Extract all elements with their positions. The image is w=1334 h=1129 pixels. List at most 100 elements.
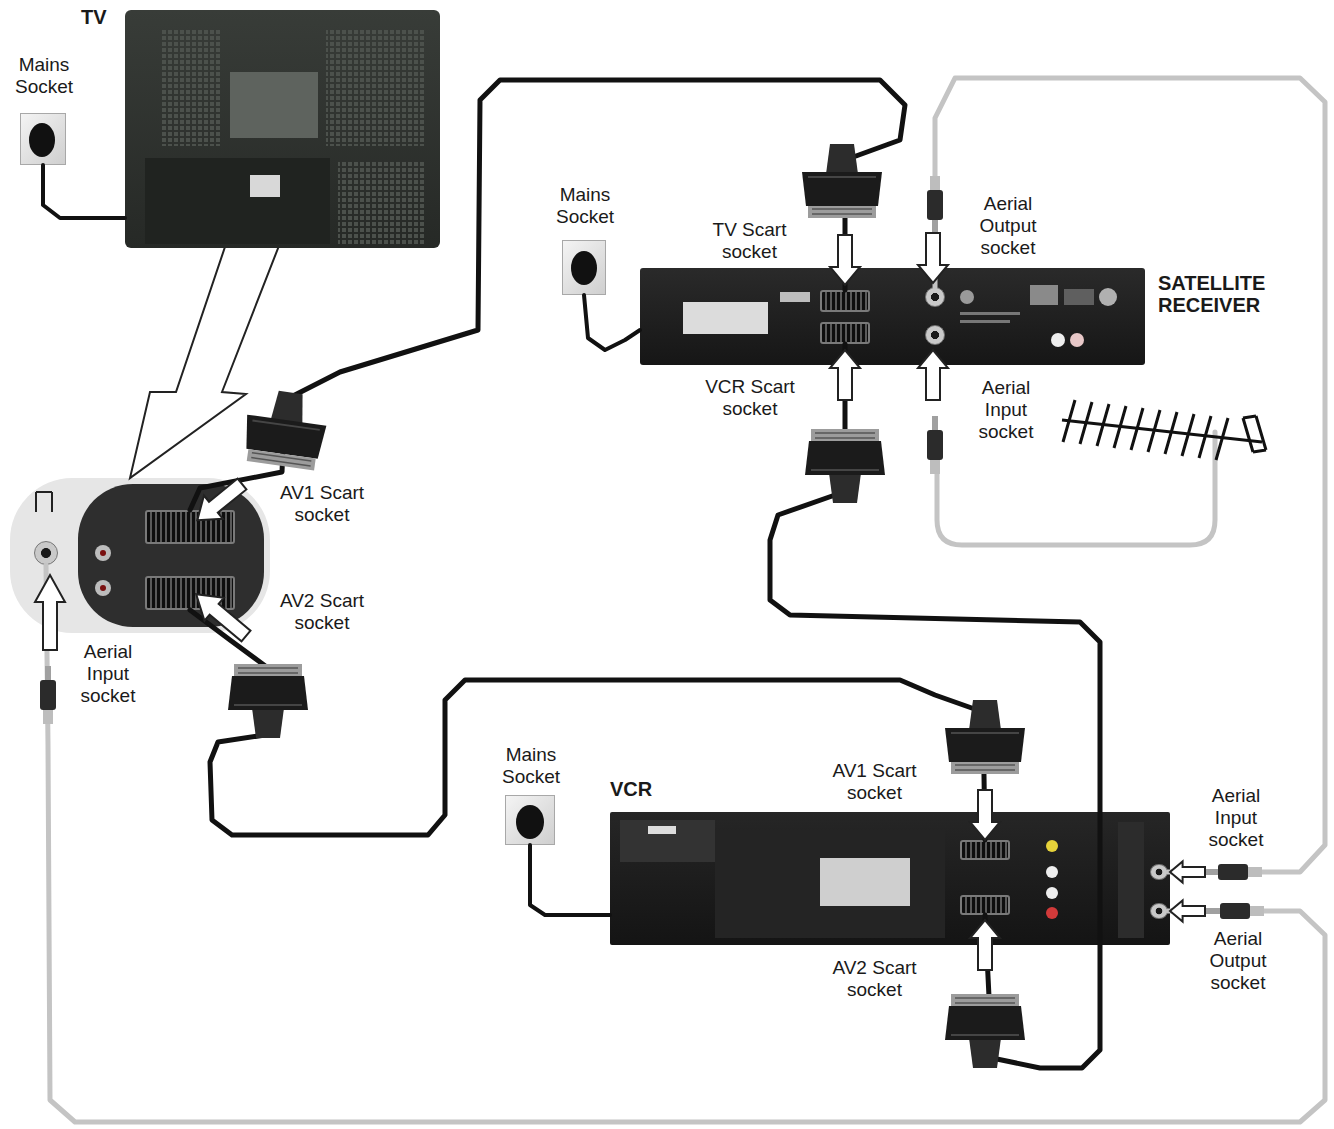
scart-socket: AV1 Scart socket: [145, 510, 235, 544]
scart-cable: [190, 610, 985, 840]
scart-socket: TV Scart socket: [820, 290, 870, 312]
pointer-arrow: [35, 575, 65, 650]
aerial-socket: Aerial Input socket: [1150, 864, 1168, 880]
socket-label: AV1 Scart socket: [267, 482, 377, 526]
rca-jack: [1046, 887, 1058, 899]
scart-socket: AV2 Scart socket: [960, 895, 1010, 915]
scart-plug: [228, 664, 308, 738]
scart-plug: [802, 144, 882, 218]
mains-plugs: [29, 123, 597, 839]
antenna-boom: [1062, 420, 1262, 442]
tv-vents: [338, 160, 426, 244]
socket-label: Aerial Input socket: [1196, 785, 1276, 851]
aerial-antenna: [1062, 400, 1266, 460]
antenna-reflector: [1243, 416, 1266, 452]
socket-label: AV2 Scart socket: [812, 957, 937, 1001]
socket-label: VCR Scart socket: [700, 376, 800, 420]
pointer-arrows: [35, 233, 1205, 970]
aerial-socket: Aerial Output socket: [925, 287, 945, 307]
pointer-arrow: [1170, 901, 1205, 922]
logo-plate: [780, 292, 810, 302]
scart-plug: [805, 429, 885, 503]
mains-cable: [584, 295, 640, 350]
socket-label: TV Scart socket: [702, 219, 797, 263]
mains-plug: [516, 805, 544, 839]
vcr-rating-label: [820, 858, 910, 906]
device-name: SATELLITE RECEIVER: [1158, 272, 1293, 316]
scart-plugs: [228, 144, 1025, 1068]
tv-rating-label: [230, 72, 318, 138]
aerial-socket: Aerial Input socket: [34, 541, 58, 565]
pointer-arrow: [830, 235, 860, 285]
pointer-arrow: [970, 920, 1000, 970]
rca-jack: [95, 580, 111, 596]
rca-jack-core: [100, 550, 106, 556]
aerial-plug: [927, 176, 943, 234]
scart-plug: [945, 994, 1025, 1068]
aerial-symbol: [36, 492, 52, 512]
pointer-arrow: [918, 233, 948, 283]
print-line: [960, 312, 1020, 315]
aerial-plug: [927, 416, 943, 474]
vcr-tab: [648, 826, 676, 834]
vcr-recess: [620, 820, 715, 862]
aerial-plug: [40, 666, 56, 724]
pointer-arrow: [970, 790, 1000, 840]
socket-label: Aerial Input socket: [966, 377, 1046, 443]
aerial-plug: [1204, 864, 1262, 880]
vcr-side-panel: [1118, 822, 1144, 938]
mains-cable: [530, 845, 610, 915]
scart-cable: [190, 80, 905, 510]
rca-jack: [1051, 333, 1065, 347]
socket-label: Mains Socket: [9, 54, 79, 98]
device-name: VCR: [610, 778, 670, 800]
mains-cable: [43, 165, 125, 218]
mains-plug: [571, 251, 597, 285]
aerial-cable: [46, 565, 1325, 1122]
vcr-panel: [715, 830, 945, 938]
rca-jack: [1070, 333, 1084, 347]
antenna-elements: [1063, 400, 1228, 460]
satellite-details: [683, 285, 1117, 347]
rca-jack: [1046, 907, 1058, 919]
socket-label: Aerial Output socket: [1198, 928, 1278, 994]
connector: [1064, 289, 1094, 305]
rca-jack-core: [100, 585, 106, 591]
aerial-socket: Aerial Output socket: [1150, 903, 1168, 919]
socket-label: Mains Socket: [496, 744, 566, 788]
serial-label: [683, 302, 768, 334]
socket-label: Mains Socket: [552, 184, 618, 228]
socket-label: Aerial Output socket: [968, 193, 1048, 259]
lnb-connector: [1099, 288, 1117, 306]
scart-cable: [770, 344, 1100, 1068]
connector: [960, 290, 974, 304]
mains-plug: [29, 123, 55, 157]
rca-jack: [95, 545, 111, 561]
socket-label: AV1 Scart socket: [812, 760, 937, 804]
tv-vents: [160, 28, 222, 146]
aerial-plug: [1206, 903, 1264, 919]
pointer-arrow: [918, 350, 948, 400]
socket-label: Aerial Input socket: [73, 641, 143, 707]
scart-plug: [945, 700, 1025, 774]
aerial-cable: [935, 78, 1325, 872]
scart-socket: VCR Scart socket: [820, 322, 870, 344]
pointer-arrow: [830, 350, 860, 400]
tv-vents: [326, 28, 426, 146]
pointer-arrow: [187, 583, 256, 648]
tv-socket-bay: [145, 158, 330, 244]
rca-jack: [1046, 866, 1058, 878]
print-line: [960, 320, 1010, 323]
aerial-socket: Aerial Input socket: [925, 325, 945, 345]
tv-details: [145, 28, 426, 244]
scart-socket: AV2 Scart socket: [145, 576, 235, 610]
device-name: TV: [81, 6, 121, 28]
scart-plug: [241, 387, 331, 471]
connector: [1030, 285, 1058, 305]
tv-bay-label: [250, 175, 280, 197]
pointer-arrow: [1170, 862, 1205, 883]
vcr-details: [620, 820, 1144, 938]
aerial-plugs: [40, 176, 1264, 919]
